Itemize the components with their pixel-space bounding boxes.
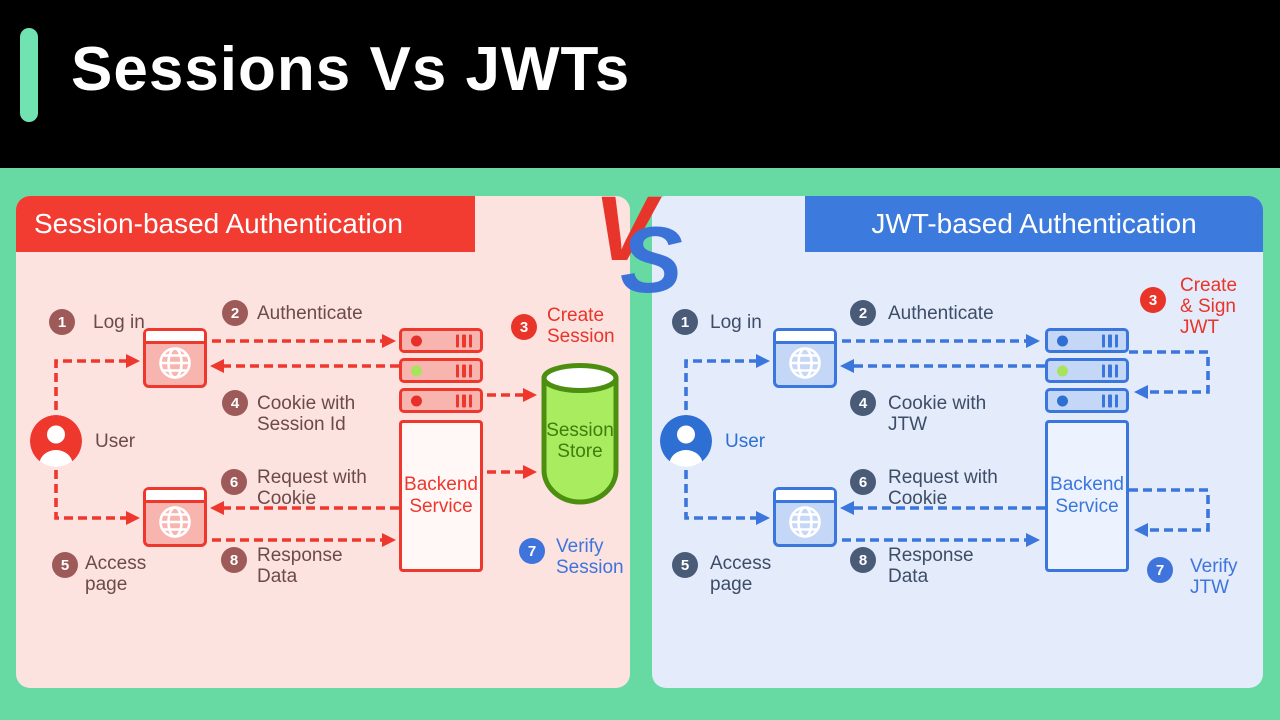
user-label: User bbox=[725, 431, 766, 452]
vent-grill-icon bbox=[1101, 364, 1118, 377]
step-badge-8: 8 bbox=[850, 547, 876, 573]
session-store-label: Session Store bbox=[546, 420, 614, 462]
globe-icon bbox=[789, 506, 821, 538]
step-label-4: Cookie with JTW bbox=[888, 393, 987, 435]
step-badge-8: 8 bbox=[221, 547, 247, 573]
step-badge-6: 6 bbox=[850, 469, 876, 495]
server-row bbox=[1045, 358, 1129, 383]
session-panel: Session-based Authentication bbox=[16, 196, 630, 688]
browser-icon bbox=[773, 328, 837, 388]
step-label-1: Log in bbox=[93, 312, 145, 333]
vent-grill-icon bbox=[455, 334, 472, 347]
status-dot bbox=[411, 365, 422, 376]
backend-service-label: Backend Service bbox=[404, 474, 478, 517]
step-badge-7: 7 bbox=[1147, 557, 1173, 583]
backend-service-label: Backend Service bbox=[1050, 474, 1124, 517]
step-label-7: Verify Session bbox=[556, 536, 624, 578]
step-label-8: Response Data bbox=[888, 545, 974, 587]
vs-letter-s: S bbox=[620, 207, 683, 312]
session-store-database: Session Store bbox=[540, 362, 620, 510]
browser-titlebar bbox=[146, 490, 204, 503]
status-dot bbox=[1057, 365, 1068, 376]
user-label: User bbox=[95, 431, 136, 452]
user-icon bbox=[660, 415, 712, 467]
step-label-3: Create Session bbox=[547, 305, 615, 347]
user-icon bbox=[30, 415, 82, 467]
browser-titlebar bbox=[776, 490, 834, 503]
step-label-7: Verify JTW bbox=[1190, 556, 1238, 598]
status-dot bbox=[1057, 335, 1068, 346]
step-badge-5: 5 bbox=[672, 552, 698, 578]
globe-icon bbox=[159, 506, 191, 538]
server-row bbox=[1045, 388, 1129, 413]
status-dot bbox=[411, 335, 422, 346]
server-row bbox=[399, 328, 483, 353]
vent-grill-icon bbox=[455, 394, 472, 407]
status-dot bbox=[411, 395, 422, 406]
step-badge-7: 7 bbox=[519, 538, 545, 564]
step-badge-2: 2 bbox=[850, 300, 876, 326]
database-icon bbox=[541, 363, 619, 505]
globe-icon bbox=[789, 347, 821, 379]
step-badge-4: 4 bbox=[850, 390, 876, 416]
accent-bar bbox=[20, 28, 38, 122]
browser-icon bbox=[143, 328, 207, 388]
step-badge-3: 3 bbox=[511, 314, 537, 340]
vent-grill-icon bbox=[1101, 334, 1118, 347]
step-label-8: Response Data bbox=[257, 545, 343, 587]
backend-service-box: Backend Service bbox=[1045, 420, 1129, 572]
step-label-2: Authenticate bbox=[257, 303, 363, 324]
session-panel-header: Session-based Authentication bbox=[16, 196, 475, 252]
step-label-3: Create & Sign JWT bbox=[1180, 275, 1238, 338]
vent-grill-icon bbox=[455, 364, 472, 377]
step-label-1: Log in bbox=[710, 312, 762, 333]
step-badge-5: 5 bbox=[52, 552, 78, 578]
browser-icon bbox=[143, 487, 207, 547]
jwt-panel: JWT-based Authentication bbox=[652, 196, 1263, 688]
top-header: Sessions Vs JWTs bbox=[0, 0, 1280, 168]
step-badge-3: 3 bbox=[1140, 287, 1166, 313]
step-badge-4: 4 bbox=[222, 390, 248, 416]
jwt-panel-header: JWT-based Authentication bbox=[805, 196, 1263, 252]
vs-letter-v: V bbox=[594, 178, 656, 280]
browser-titlebar bbox=[776, 331, 834, 344]
step-label-6: Request with Cookie bbox=[888, 467, 998, 509]
globe-icon bbox=[159, 347, 191, 379]
vent-grill-icon bbox=[1101, 394, 1118, 407]
backend-service-box: Backend Service bbox=[399, 420, 483, 572]
step-label-6: Request with Cookie bbox=[257, 467, 367, 509]
step-label-4: Cookie with Session Id bbox=[257, 393, 356, 435]
step-label-5: Access page bbox=[85, 553, 147, 595]
server-row bbox=[399, 388, 483, 413]
browser-icon bbox=[773, 487, 837, 547]
step-label-5: Access page bbox=[710, 553, 772, 595]
browser-titlebar bbox=[146, 331, 204, 344]
step-badge-2: 2 bbox=[222, 300, 248, 326]
session-flow-arrows bbox=[54, 334, 537, 547]
step-badge-1: 1 bbox=[49, 309, 75, 335]
step-badge-1: 1 bbox=[672, 309, 698, 335]
status-dot bbox=[1057, 395, 1068, 406]
server-row bbox=[399, 358, 483, 383]
server-row bbox=[1045, 328, 1129, 353]
jwt-flow-arrows bbox=[684, 334, 1210, 547]
step-badge-6: 6 bbox=[221, 469, 247, 495]
step-label-2: Authenticate bbox=[888, 303, 994, 324]
page-title: Sessions Vs JWTs bbox=[71, 35, 631, 104]
